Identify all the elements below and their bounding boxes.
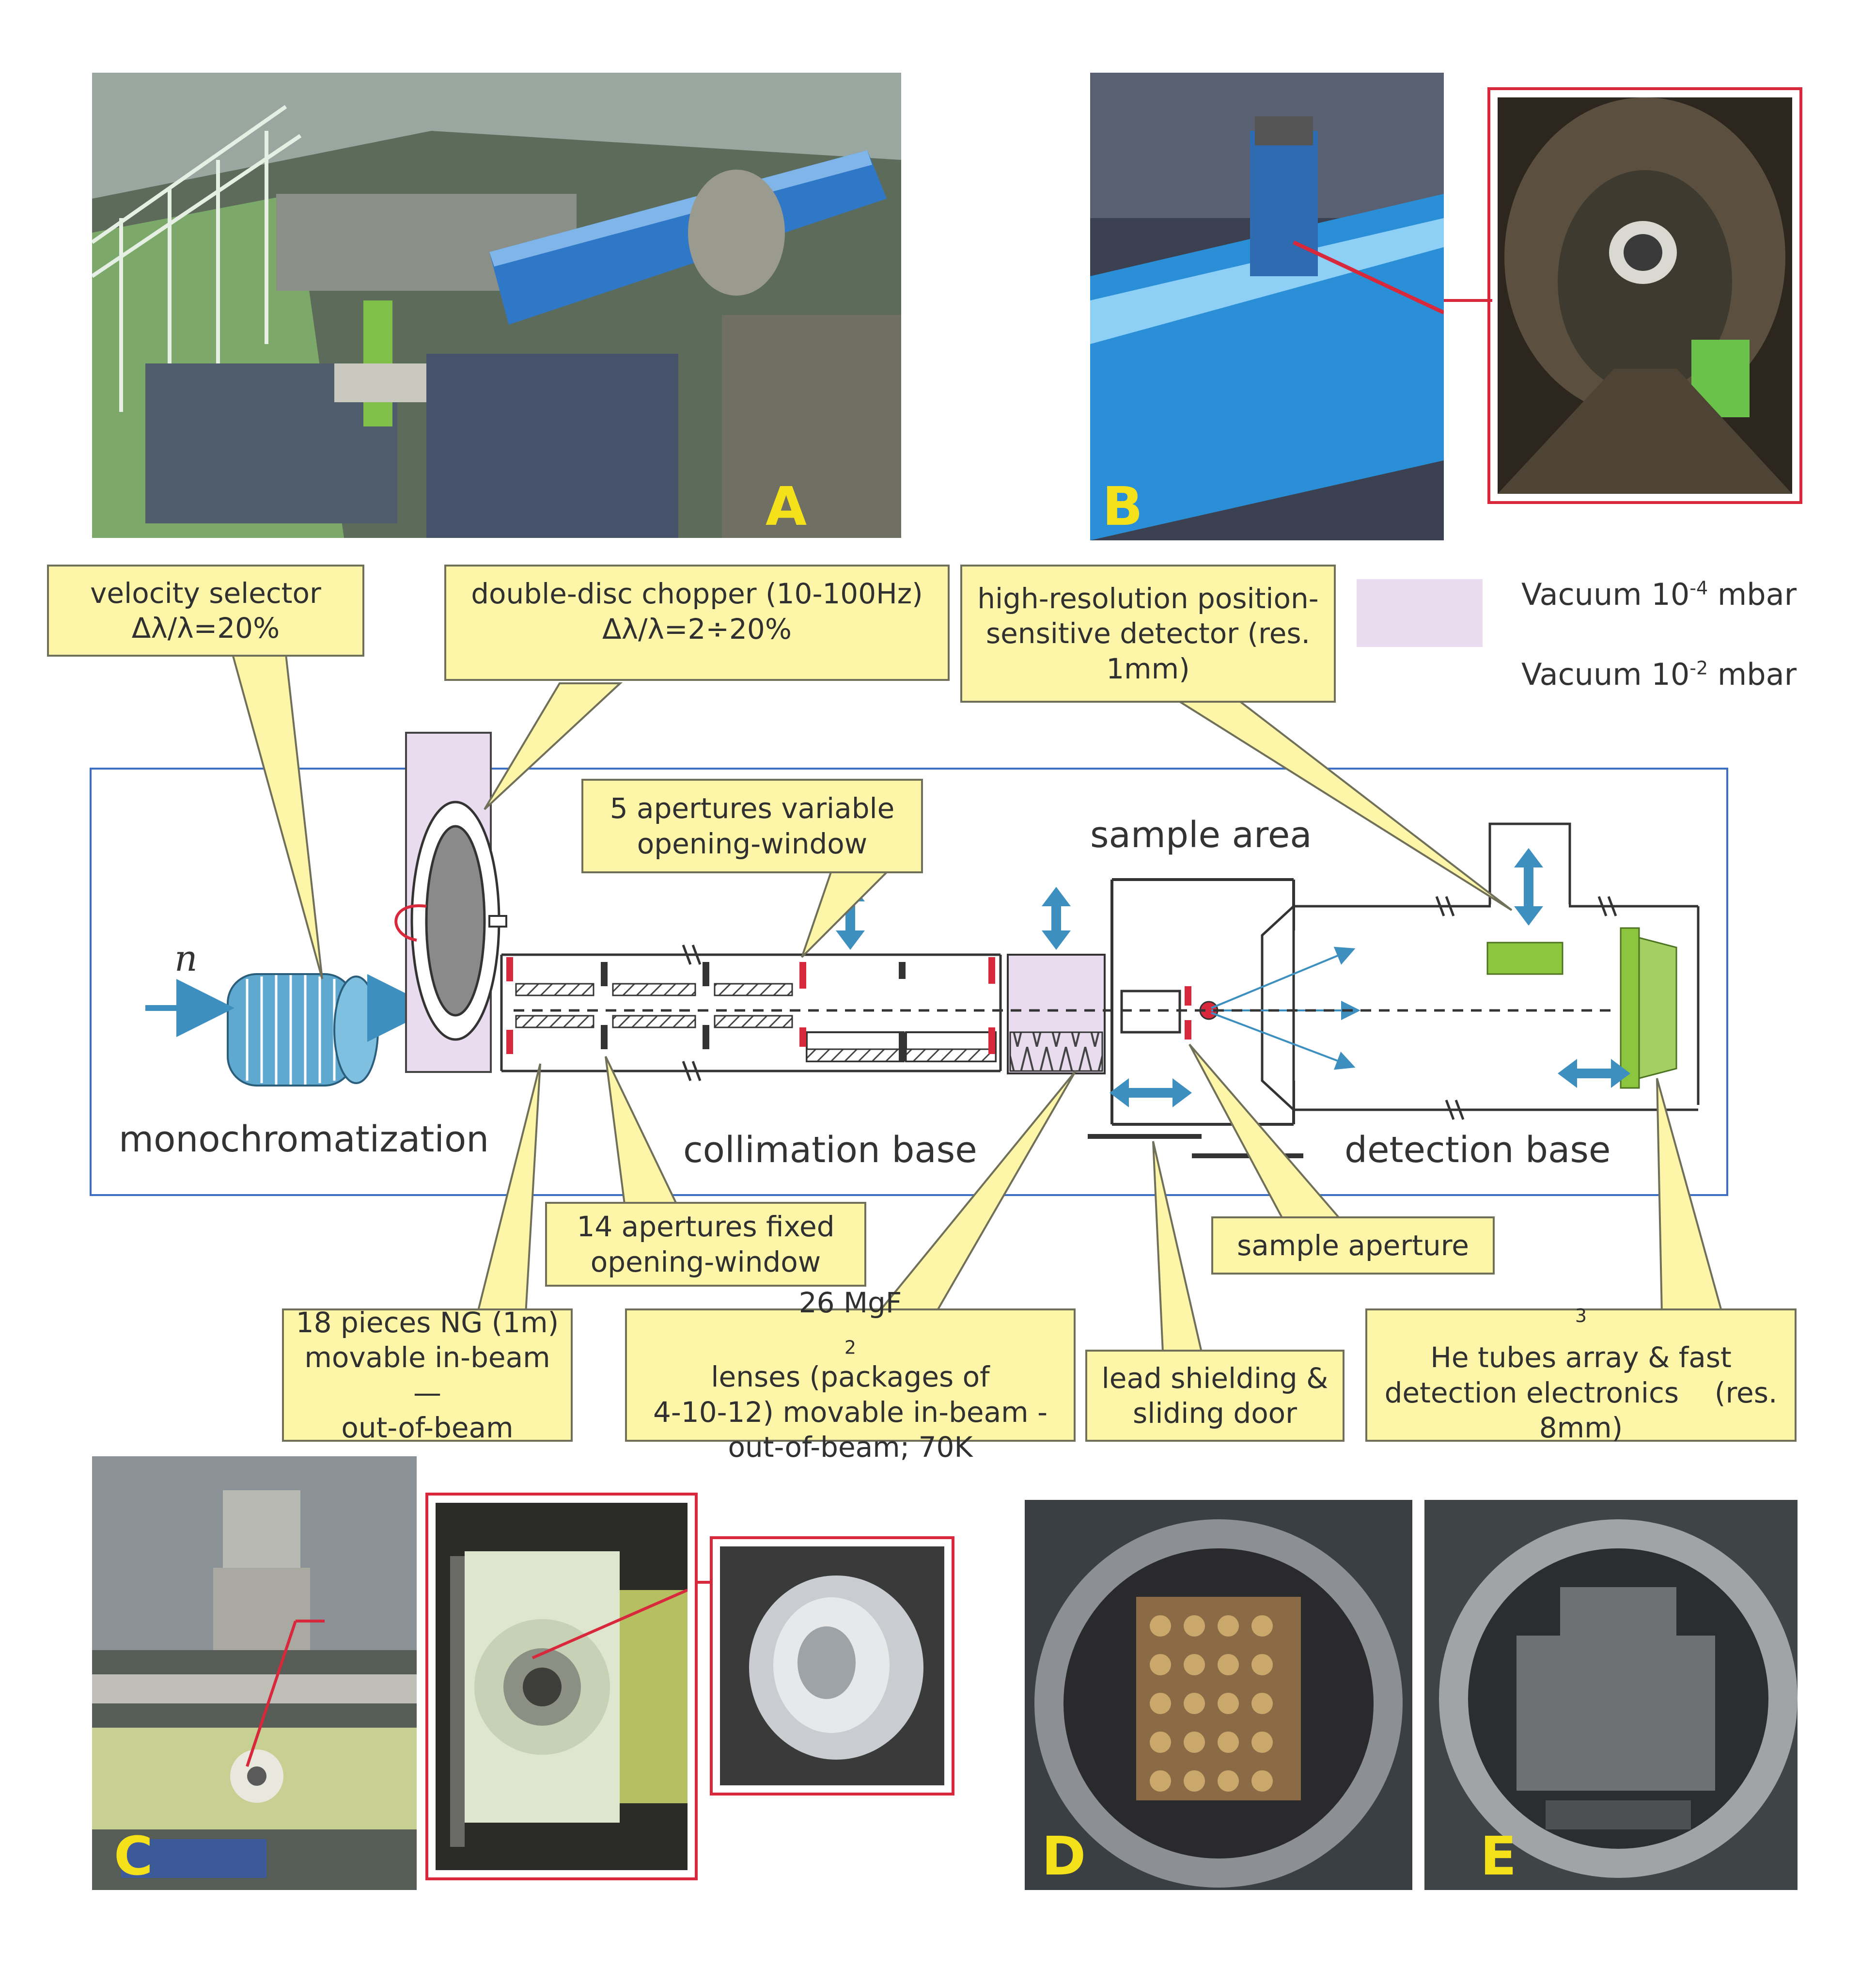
photo-b-inset-frame (1487, 87, 1802, 504)
schematic-frame (90, 768, 1728, 1196)
photo-a-label: A (766, 475, 807, 537)
photo-b-label: B (1102, 475, 1143, 537)
photo-b-inset-tube-interior (1498, 97, 1792, 494)
chopper-disc-inner (425, 825, 486, 1017)
photo-c-inset2-mgf2-lens (720, 1546, 944, 1785)
callout-sample-aperture: sample aperture (1211, 1216, 1495, 1275)
neutron-symbol: n (174, 938, 198, 979)
photo-b-inset-connector (1444, 299, 1492, 302)
section-detection-base: detection base (1344, 1129, 1611, 1171)
photo-c-inset1-frame (425, 1493, 698, 1880)
collimation-base (500, 882, 1002, 1081)
photo-c-label: C (114, 1825, 153, 1887)
chopper-rotation-arrow (394, 904, 427, 942)
photo-c-inset1-lens-mount (436, 1503, 688, 1870)
section-sample-area: sample area (1090, 814, 1312, 856)
legend-swatch-vacuum-high (1357, 579, 1483, 647)
photo-d-he-tube-array (1025, 1500, 1412, 1890)
callout-hr-detector: high-resolution position-sensitive detec… (960, 565, 1336, 703)
lenses-callout-tail (875, 1070, 1077, 1315)
photo-e-detector-rear (1424, 1500, 1798, 1890)
he-tubes-callout-tail (1656, 1078, 1724, 1315)
section-collimation-base: collimation base (683, 1129, 977, 1171)
legend-vacuum-high: Vacuum 10-4 mbar (1521, 577, 1797, 612)
photo-c-lens-housing (92, 1456, 417, 1890)
apertures-variable-callout-tail (801, 871, 889, 958)
chopper-axle (488, 915, 507, 928)
lens-package (1007, 887, 1106, 1074)
callout-chopper: double-disc chopper (10-100Hz)Δλ/λ=2÷20% (444, 565, 950, 681)
callout-lead-shielding: lead shielding &sliding door (1085, 1350, 1344, 1442)
ng-pieces-callout-tail (476, 1063, 541, 1315)
photo-b-detector-tube (1090, 73, 1444, 540)
legend-vacuum-low: Vacuum 10-2 mbar (1521, 657, 1797, 692)
callout-ng-pieces: 18 pieces NG (1m)movable in-beam —out-of… (282, 1306, 573, 1444)
velocity-selector-drum (227, 973, 379, 1087)
chopper-callout-tail (484, 682, 623, 810)
photo-a-instrument-overview (92, 73, 901, 538)
section-monochromatization: monochromatization (119, 1118, 489, 1160)
photo-e-label: E (1480, 1825, 1517, 1887)
lead-shielding-callout-tail (1152, 1141, 1203, 1353)
apertures-fixed-callout-tail (605, 1056, 680, 1209)
detection-base (1211, 822, 1700, 1120)
velocity-selector-callout-tail (231, 653, 323, 979)
photo-d-label: D (1042, 1825, 1086, 1887)
photo-c-inset2-frame (710, 1536, 954, 1796)
